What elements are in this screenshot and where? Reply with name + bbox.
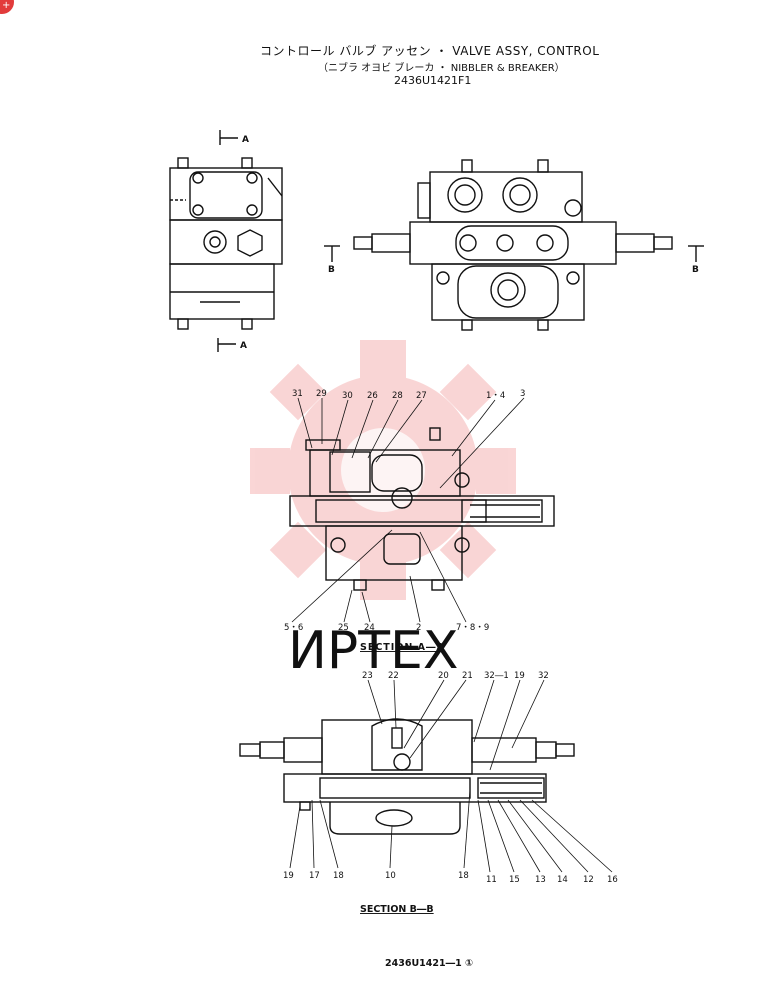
callout-label: 22 bbox=[388, 671, 399, 681]
section-bb-drawing bbox=[239, 718, 575, 835]
section-mark-a-bottom-label: A bbox=[240, 341, 247, 351]
callout-label: 10 bbox=[385, 871, 396, 881]
callout-label: 21 bbox=[462, 671, 473, 681]
callout-label: 27 bbox=[416, 391, 427, 401]
callout-label: 18 bbox=[458, 871, 469, 881]
callout-label: 19 bbox=[514, 671, 525, 681]
section-aa-title: SECTION A―A bbox=[360, 642, 445, 653]
callout-label: 32 bbox=[538, 671, 549, 681]
callout-label: 30 bbox=[342, 391, 353, 401]
callout-label: 14 bbox=[557, 875, 568, 885]
title-line-2: （ニブラ オヨビ ブレーカ ・ NIBBLER & BREAKER） bbox=[318, 63, 565, 74]
section-aa-drawing bbox=[289, 427, 555, 591]
callout-label: 23 bbox=[362, 671, 373, 681]
callout-label: 24 bbox=[364, 623, 375, 633]
callout-label: 7・8・9 bbox=[456, 623, 489, 633]
callout-label: 31 bbox=[292, 389, 303, 399]
section-mark-b-right-label: B bbox=[692, 265, 699, 275]
section-bb-leaders bbox=[289, 679, 613, 873]
callout-label: 18 bbox=[333, 871, 344, 881]
revision-mark: ① bbox=[465, 958, 474, 969]
callout-label: 15 bbox=[509, 875, 520, 885]
section-bb-callouts: 23 22 20 21 32―1 19 32 19 17 18 10 18 11… bbox=[283, 671, 618, 885]
section-mark-a-top-label: A bbox=[242, 135, 249, 145]
callout-label: 16 bbox=[607, 875, 618, 885]
watermark-text: ИРТЕХ bbox=[288, 621, 459, 681]
corner-badge-text: + bbox=[2, 0, 11, 11]
front-view bbox=[353, 159, 673, 331]
section-mark-a-top bbox=[219, 130, 238, 145]
callout-label: 5・6 bbox=[284, 623, 303, 633]
callout-label: 13 bbox=[535, 875, 546, 885]
drawing-number-footer: 2436U1421―1 ① bbox=[385, 958, 473, 969]
section-mark-a-bottom bbox=[217, 338, 236, 352]
drawing-number: 2436U1421―1 bbox=[385, 958, 462, 969]
callout-label: 32―1 bbox=[484, 671, 509, 681]
callout-label: 19 bbox=[283, 871, 294, 881]
section-aa-leaders bbox=[291, 397, 525, 623]
callout-label: 12 bbox=[583, 875, 594, 885]
callout-label: 28 bbox=[392, 391, 403, 401]
callout-label: 20 bbox=[438, 671, 449, 681]
callout-label: 29 bbox=[316, 389, 327, 399]
callout-label: 11 bbox=[486, 875, 497, 885]
section-bb-title: SECTION B―B bbox=[360, 904, 434, 915]
section-mark-b-right bbox=[688, 245, 704, 262]
part-number: 2436U1421F1 bbox=[394, 74, 472, 87]
callout-label: 2 bbox=[416, 623, 421, 633]
callout-label: 3 bbox=[520, 389, 525, 399]
callout-label: 1・4 bbox=[486, 391, 505, 401]
callout-label: 17 bbox=[309, 871, 320, 881]
section-mark-b-left bbox=[324, 245, 340, 262]
title-line-1: コントロール バルブ アッセン ・ VALVE ASSY, CONTROL bbox=[260, 44, 600, 58]
callout-label: 25 bbox=[338, 623, 349, 633]
watermark-gear bbox=[250, 340, 516, 600]
side-view bbox=[169, 157, 283, 330]
section-mark-b-left-label: B bbox=[328, 265, 335, 275]
section-aa-callouts: 31 29 30 26 28 27 1・4 3 5・6 25 24 2 7・8・… bbox=[284, 389, 525, 633]
callout-label: 26 bbox=[367, 391, 378, 401]
